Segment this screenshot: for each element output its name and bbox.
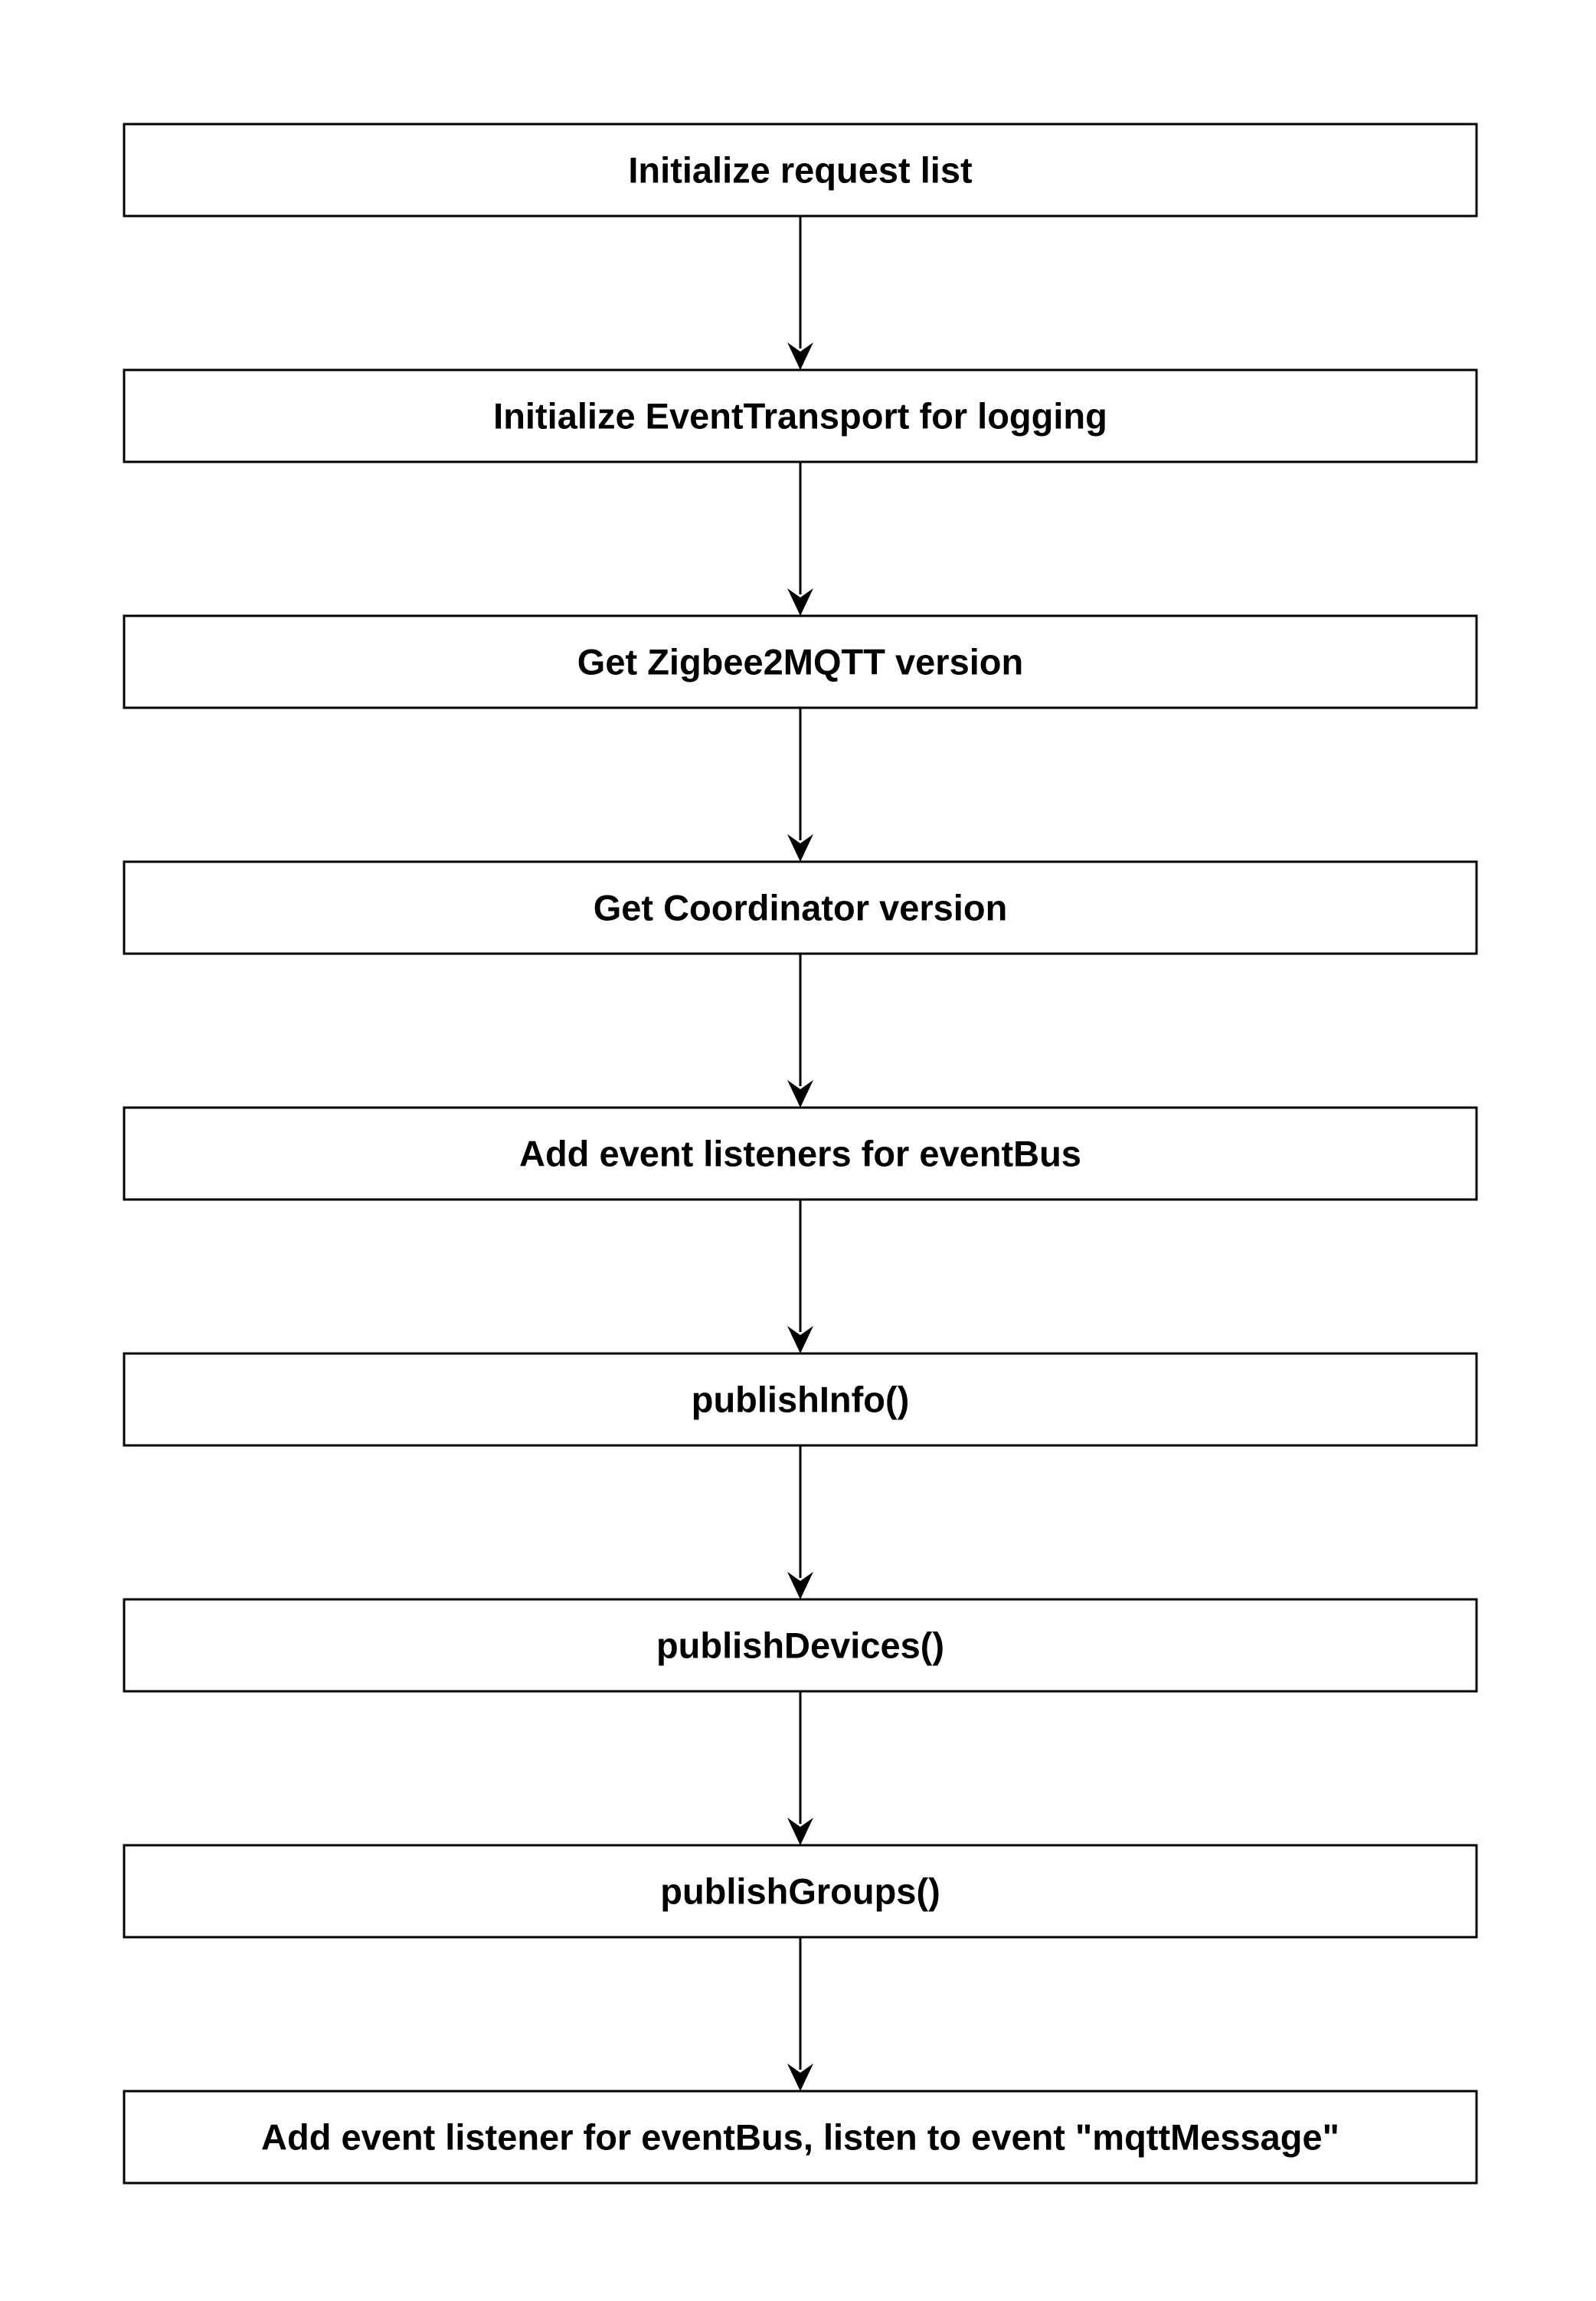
step-node: publishGroups() [123, 1844, 1478, 1939]
step-label: publishGroups() [660, 1871, 940, 1912]
step-node: publishInfo() [123, 1352, 1478, 1447]
step-box [123, 123, 1478, 218]
arrowhead-icon [787, 588, 813, 616]
step-node: Initialize EventTransport for logging [123, 368, 1478, 463]
arrowhead-icon [787, 1326, 813, 1353]
flow-arrow [787, 216, 813, 370]
step-node: Initialize request list [123, 123, 1478, 218]
step-box [123, 368, 1478, 463]
arrowhead-icon [787, 1818, 813, 1845]
step-box [123, 1598, 1478, 1693]
step-node: publishDevices() [123, 1598, 1478, 1693]
flow-arrow [787, 1691, 813, 1845]
step-box [123, 1106, 1478, 1201]
flow-arrow [787, 1445, 813, 1599]
arrowhead-icon [787, 2064, 813, 2091]
step-box [123, 2090, 1478, 2185]
step-label: Get Zigbee2MQTT version [577, 642, 1023, 682]
flow-arrow [787, 1937, 813, 2091]
step-node: Add event listener for eventBus, listen … [123, 2090, 1478, 2185]
step-label: Get Coordinator version [594, 888, 1008, 928]
step-node: Get Coordinator version [123, 860, 1478, 955]
step-box [123, 614, 1478, 709]
step-node: Get Zigbee2MQTT version [123, 614, 1478, 709]
arrows-layer [787, 216, 813, 2091]
step-label: Add event listener for eventBus, listen … [261, 2117, 1339, 2158]
flow-arrow [787, 708, 813, 862]
step-label: publishInfo() [692, 1380, 910, 1420]
arrowhead-icon [787, 1572, 813, 1599]
arrowhead-icon [787, 834, 813, 862]
step-label: publishDevices() [656, 1625, 944, 1666]
flow-arrow [787, 1200, 813, 1353]
step-label: Initialize request list [628, 150, 973, 191]
step-node: Add event listeners for eventBus [123, 1106, 1478, 1201]
flow-arrow [787, 954, 813, 1108]
arrowhead-icon [787, 342, 813, 370]
step-box [123, 1352, 1478, 1447]
step-box [123, 860, 1478, 955]
step-box [123, 1844, 1478, 1939]
step-label: Initialize EventTransport for logging [493, 396, 1107, 437]
flow-arrow [787, 462, 813, 616]
step-label: Add event listeners for eventBus [519, 1134, 1081, 1174]
arrowhead-icon [787, 1080, 813, 1108]
